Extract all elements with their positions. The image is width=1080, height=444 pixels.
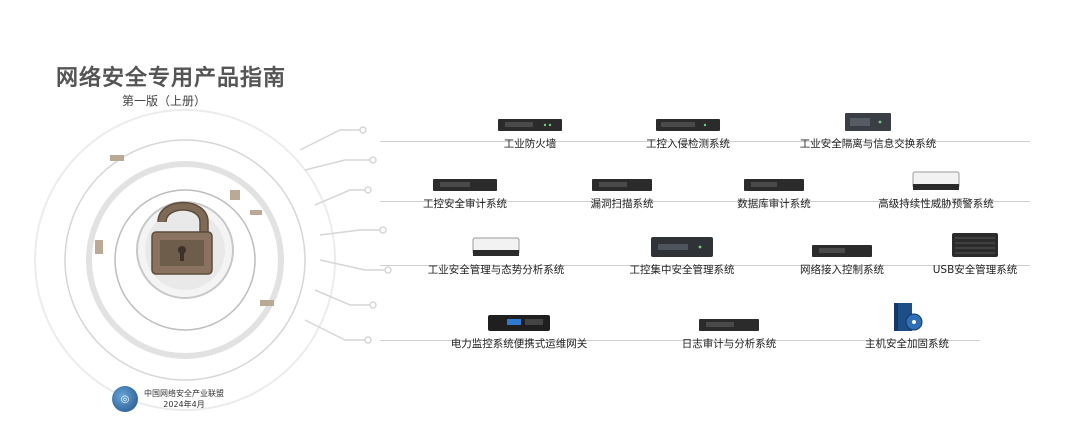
product-label: 高级持续性威胁预警系统 (878, 198, 994, 210)
product-label: 工业防火墙 (503, 138, 557, 150)
desktop-appliance-icon (472, 237, 520, 256)
product-label: 网络接入控制系统 (800, 264, 884, 276)
product-label: 漏洞扫描系统 (590, 198, 654, 210)
product-label: 数据库审计系统 (737, 198, 811, 210)
rack-appliance-icon (498, 119, 562, 131)
product-portable-ops-gateway: 电力监控系统便携式运维网关 (429, 314, 609, 351)
rack-appliance-icon (656, 119, 720, 131)
software-box-icon (894, 303, 923, 331)
product-label: 工控入侵检测系统 (646, 138, 730, 150)
product-label: USB安全管理系统 (932, 264, 1018, 276)
rack-appliance-icon (433, 179, 497, 191)
product-network-access-control: 网络接入控制系统 (752, 244, 932, 277)
product-log-audit-analysis: 日志审计与分析系统 (639, 318, 819, 351)
product-label: 工控安全审计系统 (423, 198, 507, 210)
page-title: 网络安全专用产品指南 (56, 66, 287, 91)
product-apt-early-warning: 高级持续性威胁预警系统 (846, 170, 1026, 211)
product-label: 工业安全管理与态势分析系统 (427, 264, 565, 276)
product-ics-intrusion-detection: 工控入侵检测系统 (598, 118, 778, 151)
rack-appliance-icon (845, 113, 891, 131)
product-label: 工业安全隔离与信息交换系统 (799, 138, 937, 150)
product-usb-security-management: USB安全管理系统 (885, 232, 1065, 277)
publisher-footer: ◎ 中国网络安全产业联盟 2024年4月 (112, 386, 224, 412)
product-ics-centralized-management: 工控集中安全管理系统 (592, 236, 772, 277)
product-row-divider (380, 201, 1030, 202)
product-label: 电力监控系统便携式运维网关 (450, 338, 588, 350)
rack-appliance-icon (651, 237, 713, 257)
product-row-divider (380, 340, 980, 341)
product-host-security-hardening: 主机安全加固系统 (817, 302, 997, 351)
product-label: 工控集中安全管理系统 (629, 264, 735, 276)
product-industrial-firewall: 工业防火墙 (440, 118, 620, 151)
server-chassis-icon (952, 233, 998, 257)
product-row-divider (380, 141, 1030, 142)
rack-appliance-icon (699, 319, 759, 331)
product-industrial-isolation-exchange: 工业安全隔离与信息交换系统 (778, 112, 958, 151)
product-database-audit: 数据库审计系统 (684, 178, 864, 211)
portable-gateway-icon (488, 315, 550, 331)
rack-appliance-icon (812, 245, 872, 257)
product-industrial-security-situation: 工业安全管理与态势分析系统 (406, 236, 586, 277)
product-vulnerability-scanner: 漏洞扫描系统 (532, 178, 712, 211)
circuit-lock-emblem (34, 109, 392, 411)
publisher-name: 中国网络安全产业联盟 (144, 389, 224, 398)
product-row-divider (380, 265, 1030, 266)
product-ics-security-audit: 工控安全审计系统 (375, 178, 555, 211)
product-label: 主机安全加固系统 (865, 338, 949, 350)
rack-appliance-icon (744, 179, 804, 191)
desktop-appliance-icon (912, 171, 960, 190)
product-label: 日志审计与分析系统 (681, 338, 777, 350)
rack-appliance-icon (592, 179, 652, 191)
alliance-logo-icon: ◎ (112, 386, 138, 412)
edition-subtitle: 第一版（上册） (122, 94, 207, 108)
publication-date: 2024年4月 (163, 400, 205, 409)
